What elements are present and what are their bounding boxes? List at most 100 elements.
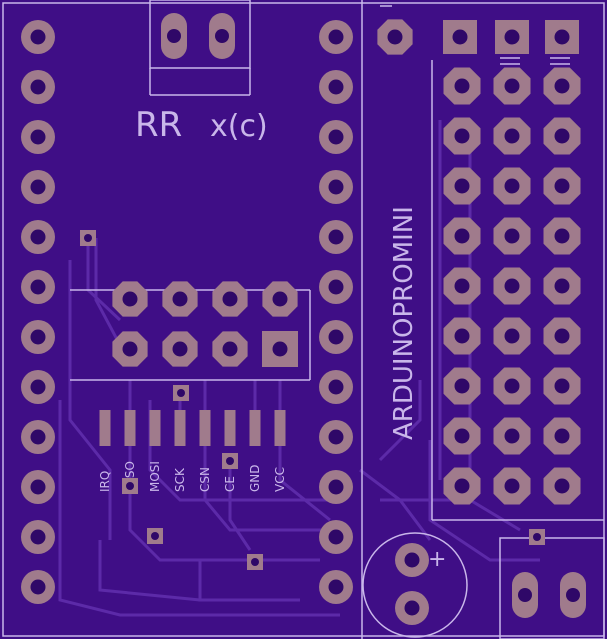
header-top-row-pin-hole xyxy=(222,291,238,307)
left-header-pin-hole xyxy=(30,529,46,545)
top-row-square-pad-hole xyxy=(504,29,520,45)
proto-grid-pad-hole xyxy=(554,128,570,144)
left-header-pin-hole xyxy=(30,379,46,395)
header-bottom-row-pin-hole xyxy=(172,341,188,357)
proto-grid-pad-hole xyxy=(504,228,520,244)
proto-grid-pad-hole xyxy=(454,428,470,444)
header-bottom-row-pin-hole xyxy=(122,341,138,357)
header-bottom-row-pin-hole xyxy=(222,341,238,357)
bottom-connector-pad-hole xyxy=(566,588,580,602)
proto-grid-pad-hole xyxy=(504,178,520,194)
smd-pad xyxy=(199,410,211,446)
proto-grid-pad-hole xyxy=(454,178,470,194)
proto-grid-pad-hole xyxy=(504,128,520,144)
credit-label: RR xyxy=(135,105,182,145)
left-header-pin-hole xyxy=(30,579,46,595)
top-row-square-pad-hole xyxy=(554,29,570,45)
right-header-pin-hole xyxy=(328,279,344,295)
right-header-pin-hole xyxy=(328,479,344,495)
right-header-pin-hole xyxy=(328,379,344,395)
proto-grid-pad-hole xyxy=(504,278,520,294)
smd-pad xyxy=(149,410,161,446)
via-hole xyxy=(533,533,541,541)
smd-pad xyxy=(224,410,236,446)
bottom-connector-pad-hole xyxy=(518,588,532,602)
left-header-pin-hole xyxy=(30,29,46,45)
module-name-label: ARDUINOPROMINI xyxy=(389,206,419,440)
via-hole xyxy=(251,558,259,566)
header-pin-label: VCC xyxy=(273,467,287,492)
proto-grid-pad-hole xyxy=(454,128,470,144)
header-pin-label: SCK xyxy=(173,467,187,492)
left-header-pin-hole xyxy=(30,129,46,145)
right-header-pin-hole xyxy=(328,579,344,595)
right-header-pin-hole xyxy=(328,229,344,245)
proto-grid-pad-hole xyxy=(554,478,570,494)
left-header-pin-hole xyxy=(30,79,46,95)
smd-pad xyxy=(274,410,286,446)
smd-pad xyxy=(249,410,261,446)
left-header-pin-hole xyxy=(30,279,46,295)
credit-suffix-label: x(c) xyxy=(210,109,268,144)
right-header-pin-hole xyxy=(328,79,344,95)
header-pin-label: MOSI xyxy=(148,461,162,492)
header-top-row-pin-hole xyxy=(272,291,288,307)
proto-grid-pad-hole xyxy=(554,78,570,94)
polarity-plus-mark: + xyxy=(428,547,446,572)
header-pin-label: GND xyxy=(248,464,262,492)
top-row-pad-hole xyxy=(387,29,403,45)
proto-grid-pad-hole xyxy=(504,478,520,494)
left-header-pin-hole xyxy=(30,329,46,345)
left-header-pin-hole xyxy=(30,429,46,445)
proto-grid-pad-hole xyxy=(554,178,570,194)
top-connector-pad-hole xyxy=(215,29,229,43)
left-header-pin-hole xyxy=(30,479,46,495)
proto-grid-pad-hole xyxy=(504,78,520,94)
proto-grid-pad-hole xyxy=(554,428,570,444)
proto-grid-pad-hole xyxy=(454,278,470,294)
via-hole xyxy=(126,482,134,490)
left-header-pin-hole xyxy=(30,229,46,245)
capacitor-outline xyxy=(362,532,468,638)
right-header-pin-hole xyxy=(328,129,344,145)
via-hole xyxy=(84,234,92,242)
left-header-pin-hole xyxy=(30,179,46,195)
header-pin-1-hole xyxy=(272,341,288,357)
header-top-row-pin-hole xyxy=(172,291,188,307)
proto-grid-pad-hole xyxy=(454,478,470,494)
top-row-square-pad-hole xyxy=(452,29,468,45)
right-header-pin-hole xyxy=(328,29,344,45)
proto-grid-pad-hole xyxy=(554,228,570,244)
silkscreen-layer xyxy=(70,0,605,639)
capacitor-pad-positive-hole xyxy=(404,552,420,568)
capacitor-pad-negative-hole xyxy=(404,600,420,616)
proto-grid-pad-hole xyxy=(504,328,520,344)
proto-grid-pad-hole xyxy=(454,78,470,94)
header-pin-label: CSN xyxy=(198,467,212,492)
smd-pad xyxy=(174,410,186,446)
smd-pad xyxy=(124,410,136,446)
right-header-pin-hole xyxy=(328,329,344,345)
top-connector-outline xyxy=(149,0,251,69)
header-pin-label: IRQ xyxy=(98,471,112,492)
bottom-connector-outline xyxy=(499,537,605,639)
via-hole xyxy=(177,389,185,397)
right-header-pin-hole xyxy=(328,429,344,445)
proto-grid-pad-hole xyxy=(504,378,520,394)
smd-pad xyxy=(99,410,111,446)
proto-grid-pad-hole xyxy=(454,328,470,344)
via-hole xyxy=(226,457,234,465)
proto-grid-pad-hole xyxy=(454,378,470,394)
top-connector-pad-hole xyxy=(167,29,181,43)
right-header-pin-hole xyxy=(328,529,344,545)
right-header-pin-hole xyxy=(328,179,344,195)
proto-grid-pad-hole xyxy=(554,278,570,294)
proto-grid-pad-hole xyxy=(504,428,520,444)
proto-grid-pad-hole xyxy=(554,378,570,394)
via-hole xyxy=(151,532,159,540)
proto-grid-pad-hole xyxy=(454,228,470,244)
header-top-row-pin-hole xyxy=(122,291,138,307)
